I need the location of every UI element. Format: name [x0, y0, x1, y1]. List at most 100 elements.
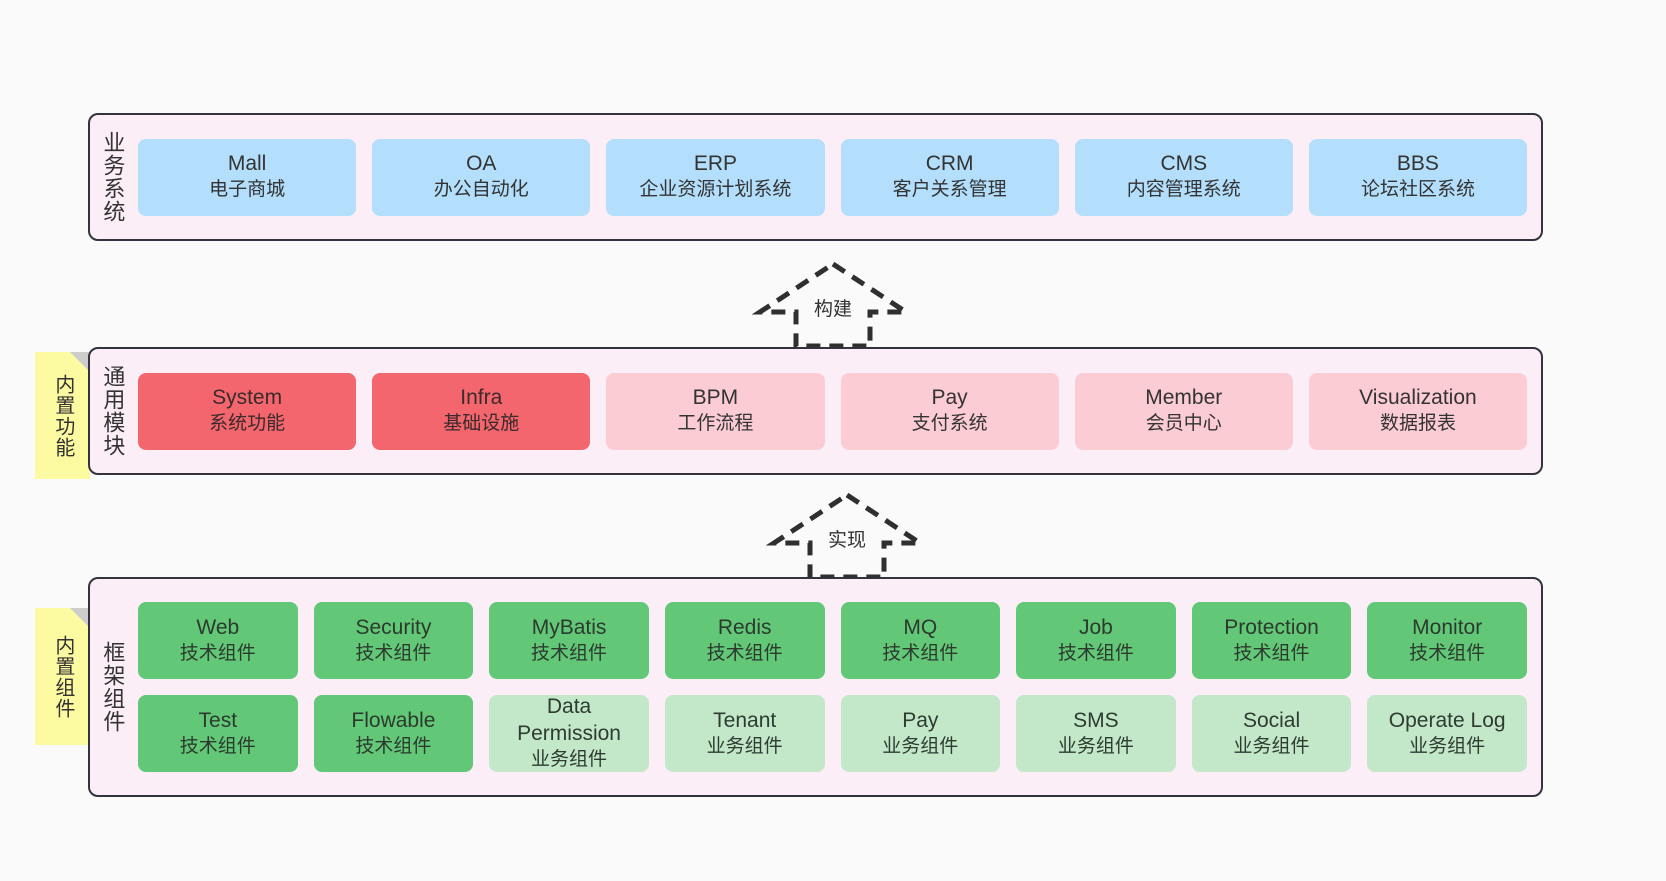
layer-title-framework-component: 框架组件 — [100, 641, 126, 733]
note-label: 内置功能 — [51, 373, 74, 458]
node-mq[interactable]: MQ 技术组件 — [840, 602, 1001, 679]
node-protection[interactable]: Protection 技术组件 — [1191, 602, 1352, 679]
node-subtitle: 技术组件 — [179, 642, 256, 664]
connector-implement-label: 实现 — [827, 530, 867, 551]
node-title: BPM — [692, 386, 739, 410]
node-title: Visualization — [1359, 386, 1477, 410]
node-subtitle: 办公自动化 — [433, 179, 529, 201]
node-mybatis[interactable]: MyBatis 技术组件 — [489, 602, 649, 679]
node-visualization[interactable]: Visualization 数据报表 — [1308, 372, 1528, 450]
node-pay-component[interactable]: Pay 业务组件 — [840, 695, 1001, 772]
node-rows-framework: Web 技术组件 Security 技术组件 MyBatis 技术组件 Redi… — [138, 586, 1527, 788]
node-redis[interactable]: Redis 技术组件 — [664, 602, 825, 679]
node-flowable[interactable]: Flowable 技术组件 — [313, 695, 474, 772]
node-data-permission[interactable]: Data Permission 业务组件 — [489, 695, 649, 772]
layer-framework-component: 框架组件 Web 技术组件 Security 技术组件 MyBatis 技术组件 — [88, 577, 1543, 797]
node-title: MQ — [903, 615, 938, 639]
node-pay[interactable]: Pay 支付系统 — [840, 372, 1059, 450]
node-subtitle: 技术组件 — [1057, 642, 1134, 664]
node-subtitle: 技术组件 — [1409, 642, 1486, 664]
node-subtitle: 客户关系管理 — [892, 179, 1007, 201]
layer-title-business-system: 业务系统 — [100, 131, 126, 223]
node-crm[interactable]: CRM 客户关系管理 — [840, 138, 1059, 216]
dashed-hollow-arrow-icon — [751, 261, 915, 349]
node-bpm[interactable]: BPM 工作流程 — [606, 372, 825, 450]
node-title: Job — [1079, 615, 1113, 639]
node-title: Test — [198, 708, 238, 732]
connector-build: 构建 — [751, 261, 915, 349]
layer-common-module: 通用模块 System 系统功能 Infra 基础设施 BPM 工作流程 Pay — [88, 347, 1543, 475]
node-subtitle: 业务组件 — [531, 749, 608, 771]
node-subtitle: 内容管理系统 — [1126, 179, 1241, 201]
node-row-common: System 系统功能 Infra 基础设施 BPM 工作流程 Pay 支付系统… — [138, 372, 1528, 450]
node-row-framework-tech: Web 技术组件 Security 技术组件 MyBatis 技术组件 Redi… — [138, 602, 1527, 679]
node-title: Security — [355, 615, 432, 639]
node-subtitle: 电子商城 — [209, 179, 286, 201]
layer-body-framework-component: Web 技术组件 Security 技术组件 MyBatis 技术组件 Redi… — [134, 579, 1541, 795]
node-monitor[interactable]: Monitor 技术组件 — [1367, 602, 1527, 679]
node-subtitle: 会员中心 — [1145, 413, 1222, 435]
node-title: Data Permission — [517, 695, 621, 746]
node-title: SMS — [1073, 708, 1119, 732]
layer-business-system: 业务系统 Mall 电子商城 OA 办公自动化 ERP 企业资源计划系统 CRM — [88, 113, 1543, 241]
node-title: MyBatis — [531, 615, 607, 639]
node-subtitle: 技术组件 — [355, 642, 432, 664]
node-system[interactable]: System 系统功能 — [138, 372, 357, 450]
node-bbs[interactable]: BBS 论坛社区系统 — [1308, 138, 1528, 216]
node-title: Flowable — [351, 708, 436, 732]
note-builtin-function: 内置功能 — [35, 352, 90, 479]
note-fold-corner-icon — [70, 608, 90, 628]
node-subtitle: 业务组件 — [706, 735, 783, 757]
node-subtitle: 技术组件 — [355, 735, 432, 757]
node-test[interactable]: Test 技术组件 — [138, 695, 298, 772]
node-subtitle: 企业资源计划系统 — [639, 179, 792, 201]
connector-implement: 实现 — [765, 492, 929, 580]
node-subtitle: 技术组件 — [1233, 642, 1310, 664]
node-title: CRM — [925, 152, 974, 176]
node-web[interactable]: Web 技术组件 — [138, 602, 298, 679]
node-title: Web — [196, 615, 240, 639]
node-title: Monitor — [1412, 615, 1483, 639]
node-title: Pay — [931, 386, 968, 410]
node-title: Protection — [1224, 615, 1319, 639]
node-subtitle: 论坛社区系统 — [1360, 179, 1475, 201]
node-tenant[interactable]: Tenant 业务组件 — [664, 695, 825, 772]
node-row-business: Mall 电子商城 OA 办公自动化 ERP 企业资源计划系统 CRM 客户关系… — [138, 138, 1528, 216]
node-title: Member — [1145, 386, 1223, 410]
note-builtin-component: 内置组件 — [35, 608, 90, 745]
layer-body-common-module: System 系统功能 Infra 基础设施 BPM 工作流程 Pay 支付系统… — [134, 349, 1541, 473]
node-title: Pay — [902, 708, 939, 732]
node-subtitle: 业务组件 — [882, 735, 959, 757]
node-cms[interactable]: CMS 内容管理系统 — [1074, 138, 1293, 216]
node-mall[interactable]: Mall 电子商城 — [138, 138, 357, 216]
node-job[interactable]: Job 技术组件 — [1016, 602, 1176, 679]
node-security[interactable]: Security 技术组件 — [313, 602, 474, 679]
node-member[interactable]: Member 会员中心 — [1074, 372, 1293, 450]
node-title: ERP — [693, 152, 738, 176]
note-fold-corner-icon — [70, 352, 90, 372]
node-title: Social — [1242, 708, 1301, 732]
node-sms[interactable]: SMS 业务组件 — [1016, 695, 1176, 772]
layer-body-business-system: Mall 电子商城 OA 办公自动化 ERP 企业资源计划系统 CRM 客户关系… — [134, 115, 1541, 239]
node-title: Operate Log — [1388, 708, 1506, 732]
node-social[interactable]: Social 业务组件 — [1191, 695, 1352, 772]
node-erp[interactable]: ERP 企业资源计划系统 — [606, 138, 825, 216]
node-subtitle: 业务组件 — [1409, 735, 1486, 757]
node-subtitle: 业务组件 — [1233, 735, 1310, 757]
node-title: Mall — [227, 152, 267, 176]
node-title: CMS — [1160, 152, 1208, 176]
node-subtitle: 系统功能 — [209, 413, 286, 435]
node-row-framework-business: Test 技术组件 Flowable 技术组件 Data Permission … — [138, 695, 1527, 772]
node-title: OA — [466, 152, 497, 176]
node-subtitle: 技术组件 — [531, 642, 608, 664]
layer-title-common-module: 通用模块 — [100, 365, 126, 457]
node-subtitle: 业务组件 — [1057, 735, 1134, 757]
node-operate-log[interactable]: Operate Log 业务组件 — [1367, 695, 1527, 772]
node-title: System — [212, 386, 283, 410]
node-infra[interactable]: Infra 基础设施 — [372, 372, 591, 450]
node-title: Tenant — [713, 708, 777, 732]
note-label: 内置组件 — [51, 634, 74, 719]
node-subtitle: 技术组件 — [882, 642, 959, 664]
node-oa[interactable]: OA 办公自动化 — [372, 138, 591, 216]
